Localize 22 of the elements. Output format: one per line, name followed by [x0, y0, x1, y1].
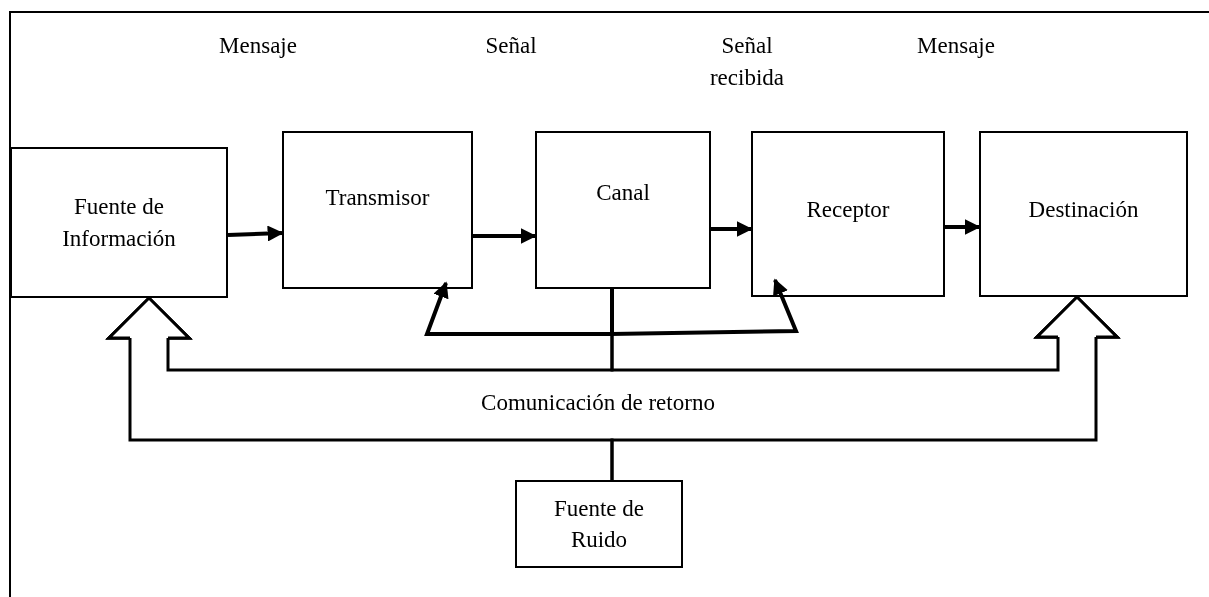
- signal-label: Señal recibida: [708, 32, 786, 93]
- signal-label: Señal: [485, 32, 537, 60]
- process-box: [515, 480, 683, 568]
- box-label: Fuente de Ruido: [552, 494, 646, 554]
- process-box: [751, 131, 945, 297]
- arrow: [227, 225, 284, 242]
- process-box: [10, 147, 228, 298]
- signal-label: Mensaje: [219, 32, 297, 60]
- box-label: Canal: [596, 179, 650, 208]
- process-box: [282, 131, 473, 289]
- box-label: Fuente de Información: [61, 193, 177, 253]
- box-label: Transmisor: [325, 184, 430, 213]
- arrow: [945, 219, 981, 235]
- arrow: [711, 221, 753, 237]
- box-label: Destinación: [1028, 196, 1139, 225]
- process-box: [535, 131, 711, 289]
- arrow: [473, 228, 537, 244]
- process-box: [979, 131, 1188, 297]
- box-label: Receptor: [806, 196, 890, 225]
- arrow: [610, 278, 799, 337]
- signal-label: Mensaje: [917, 32, 995, 60]
- feedback-label: Comunicación de retorno: [481, 389, 715, 417]
